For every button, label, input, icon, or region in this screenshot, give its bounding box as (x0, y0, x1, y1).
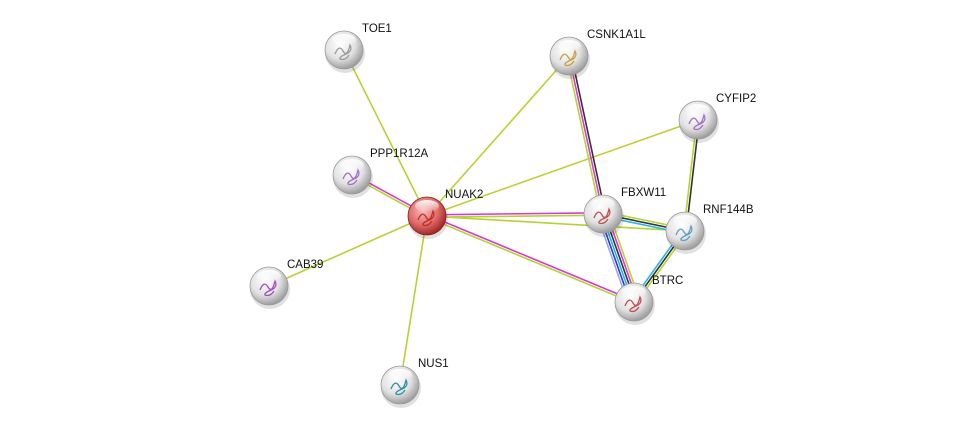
node-label: FBXW11 (621, 187, 666, 199)
node-highlight (673, 215, 697, 227)
protein-structure-icon (593, 207, 611, 225)
node-highlight (591, 198, 615, 210)
edge-nuak2-fbxw11[interactable] (426, 212, 604, 218)
edge-evidence-line (427, 214, 635, 302)
edge-cab39-nuak2[interactable] (268, 215, 428, 287)
edge-evidence-line (570, 55, 607, 214)
protein-structure-icon (624, 295, 642, 313)
node-highlight (257, 270, 281, 282)
node-highlight (332, 34, 356, 46)
node-toe1[interactable]: TOE1 (324, 23, 392, 73)
edge-evidence-line (427, 214, 604, 218)
edge-evidence-line (426, 55, 570, 217)
protein-structure-icon (390, 378, 408, 396)
node-nuak2[interactable]: NUAK2 (407, 189, 483, 239)
node-highlight (388, 369, 412, 381)
edge-evidence-line (426, 215, 686, 232)
edge-toe1-nuak2[interactable] (343, 49, 428, 217)
node-btrc[interactable]: BTRC (614, 275, 683, 325)
edge-nuak2-rnf144b[interactable] (426, 215, 686, 232)
node-label: TOE1 (362, 23, 392, 35)
edge-evidence-line (426, 216, 634, 304)
protein-structure-icon (559, 49, 577, 67)
node-label: NUAK2 (445, 189, 483, 201)
node-label: BTRC (652, 275, 683, 287)
node-label: PPP1R12A (370, 148, 429, 160)
protein-structure-icon (342, 168, 360, 186)
node-highlight (622, 286, 646, 298)
edge-cyfip2-nuak2[interactable] (426, 119, 699, 217)
node-label: RNF144B (703, 204, 754, 216)
node-cyfip2[interactable]: CYFIP2 (678, 93, 756, 143)
node-fbxw11[interactable]: FBXW11 (583, 187, 666, 237)
edge-evidence-line (268, 215, 428, 287)
edge-evidence-line (399, 215, 428, 386)
node-ppp1r12a[interactable]: PPP1R12A (332, 148, 429, 198)
protein-structure-icon (417, 209, 435, 227)
node-label: NUS1 (418, 358, 449, 370)
edge-csnk1a1l-nuak2[interactable] (426, 55, 570, 217)
edge-csnk1a1l-fbxw11[interactable] (565, 55, 607, 215)
node-label: CAB39 (287, 259, 323, 271)
node-highlight (686, 104, 710, 116)
node-rnf144b[interactable]: RNF144B (665, 204, 754, 254)
edge-evidence-line (426, 212, 603, 216)
node-csnk1a1l[interactable]: CSNK1A1L (549, 29, 646, 79)
edge-evidence-line (426, 119, 699, 217)
node-highlight (557, 40, 581, 52)
node-highlight (340, 159, 364, 171)
edge-evidence-line (568, 55, 604, 215)
node-cab39[interactable]: CAB39 (249, 259, 323, 309)
node-nus1[interactable]: NUS1 (380, 358, 449, 408)
protein-structure-icon (675, 224, 693, 242)
protein-structure-icon (334, 43, 352, 61)
edge-evidence-line (343, 49, 428, 217)
edge-nus1-nuak2[interactable] (399, 215, 428, 386)
protein-structure-icon (259, 279, 277, 297)
protein-structure-icon (688, 113, 706, 131)
node-label: CSNK1A1L (587, 29, 646, 41)
edge-nuak2-btrc[interactable] (426, 214, 635, 304)
node-highlight (415, 200, 439, 212)
node-label: CYFIP2 (716, 93, 756, 105)
edge-evidence-line (565, 56, 602, 215)
